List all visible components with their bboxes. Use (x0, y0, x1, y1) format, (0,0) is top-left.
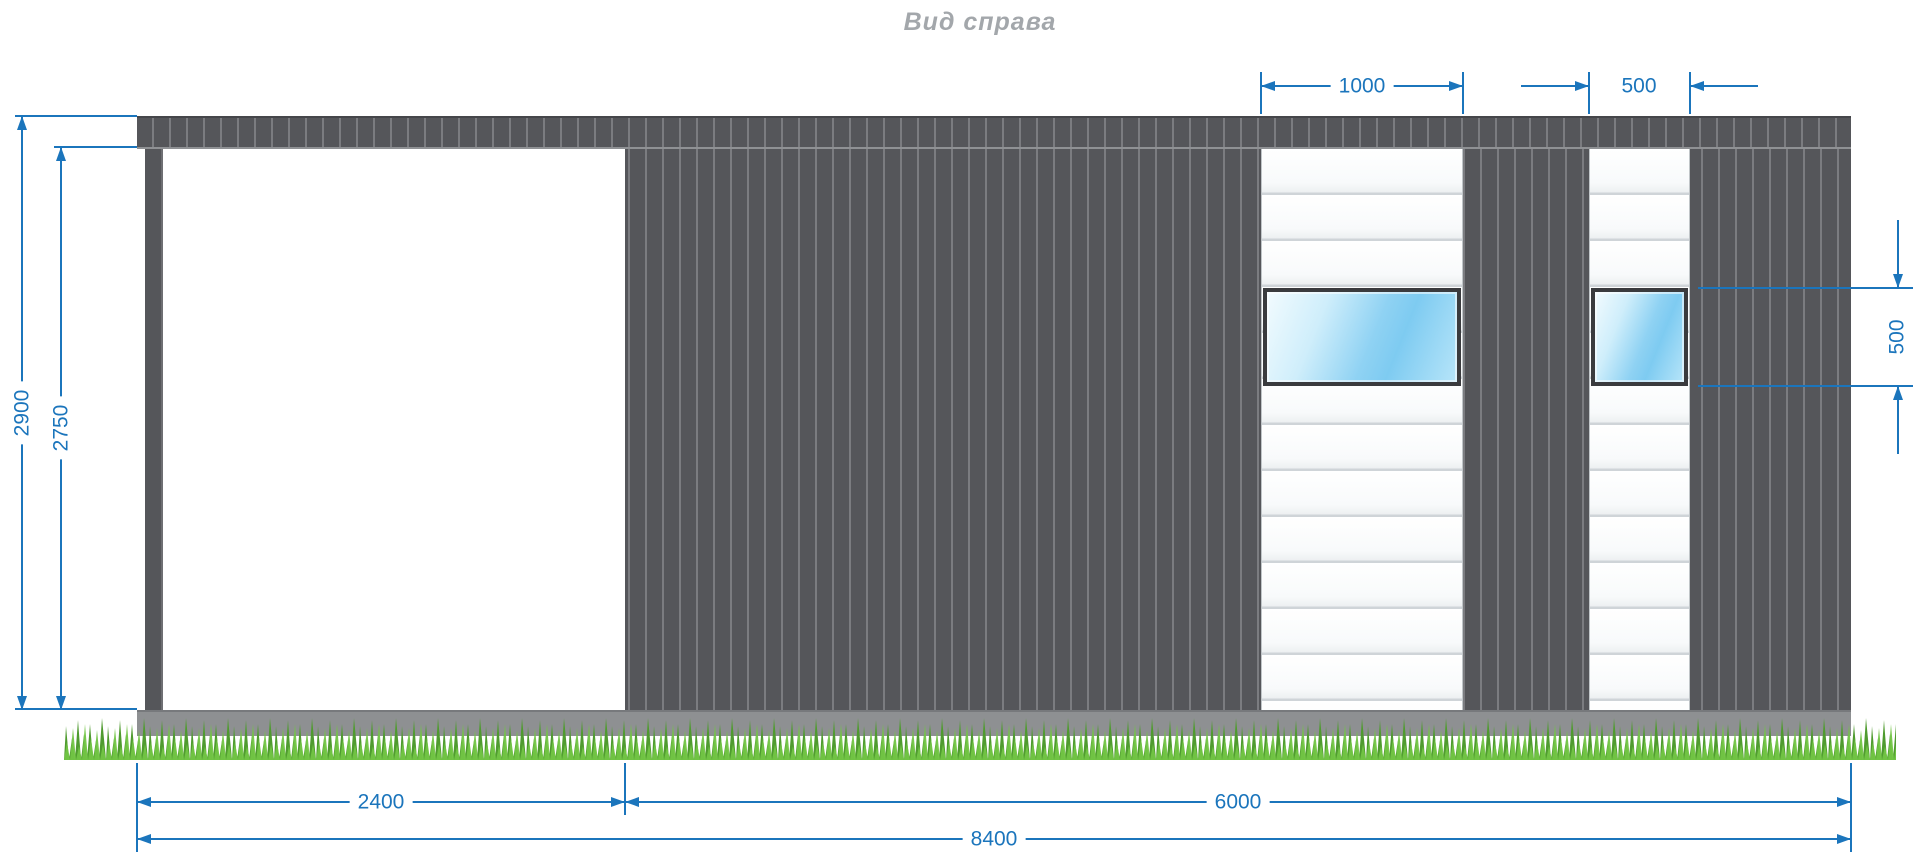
extension-line (1850, 763, 1852, 852)
arrow-down-icon (1893, 274, 1903, 288)
extension-line (54, 146, 137, 148)
leader-line (1690, 85, 1758, 87)
arrow-up-icon (56, 147, 66, 161)
grass (64, 712, 1896, 760)
arrow-left-icon (625, 797, 639, 807)
dimension-label: 1000 (1330, 73, 1394, 99)
arrow-left-icon (1690, 81, 1704, 91)
arrow-down-icon (17, 696, 27, 710)
arrow-right-icon (1837, 797, 1851, 807)
extension-line (1462, 72, 1464, 114)
arrow-right-icon (1449, 81, 1463, 91)
building-elevation (137, 116, 1851, 710)
leader-line (1897, 386, 1899, 454)
window-small (1591, 288, 1688, 386)
extension-line (15, 115, 137, 117)
porch-opening (137, 149, 625, 710)
arrow-left-icon (137, 834, 151, 844)
dimension-label: 2750 (48, 396, 74, 460)
arrow-left-icon (137, 797, 151, 807)
window-large (1263, 288, 1461, 386)
dimension-label: 500 (1884, 311, 1910, 363)
door-panel-small (1589, 149, 1690, 710)
dimension-label: 2400 (349, 789, 413, 815)
extension-line (1260, 72, 1262, 114)
arrow-up-icon (17, 116, 27, 130)
dimension-label: 6000 (1206, 789, 1270, 815)
extension-line (1588, 72, 1590, 114)
dimension-label: 2900 (9, 381, 35, 445)
roof-fascia (137, 116, 1851, 149)
dimension-label: 8400 (962, 826, 1026, 852)
arrow-right-icon (1837, 834, 1851, 844)
arrow-down-icon (56, 696, 66, 710)
extension-line (136, 763, 138, 852)
view-title: Вид справа (903, 8, 1057, 36)
arrow-left-icon (1261, 81, 1275, 91)
dimension-label: 500 (1613, 73, 1665, 99)
extension-line (1698, 287, 1913, 289)
extension-line (1698, 385, 1913, 387)
arrow-up-icon (1893, 386, 1903, 400)
extension-line (1689, 72, 1691, 114)
grass-texture (64, 712, 1896, 760)
arrow-right-icon (1575, 81, 1589, 91)
door-panel-large (1261, 149, 1463, 710)
leader-line (1897, 220, 1899, 288)
extension-line (15, 708, 137, 710)
leader-line (1521, 85, 1589, 87)
corner-post (145, 149, 163, 710)
extension-line (624, 763, 626, 815)
arrow-right-icon (611, 797, 625, 807)
